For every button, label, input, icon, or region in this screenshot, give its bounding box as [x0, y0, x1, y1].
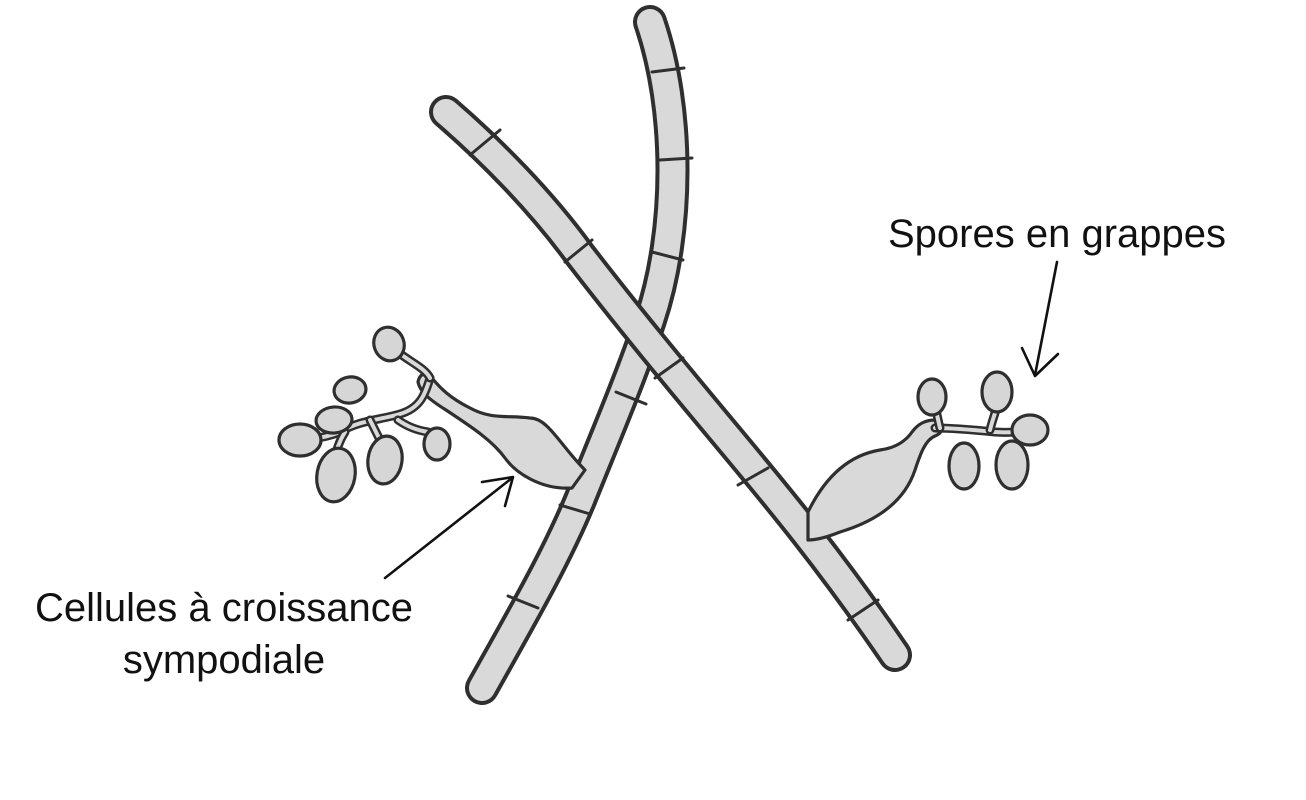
septum: [558, 503, 592, 516]
spore: [980, 370, 1014, 414]
septum: [468, 128, 502, 157]
sympodial-cell-right: [806, 418, 945, 542]
left-conidiophore: [277, 325, 587, 504]
arrow-cells: [383, 475, 515, 580]
septum: [736, 466, 770, 487]
spore: [372, 325, 406, 363]
spore: [315, 446, 357, 504]
spore: [994, 439, 1030, 491]
spore: [277, 422, 323, 458]
spore: [332, 375, 368, 405]
label-cells-line2: sympodiale: [122, 638, 326, 682]
right-conidiophore: [806, 370, 1050, 542]
hypha-a: [465, 5, 694, 705]
septum: [653, 356, 685, 380]
label-cellules-sympodiale: Cellules à croissance sympodiale: [24, 582, 424, 686]
septum: [650, 250, 685, 262]
arrow-spores: [1020, 260, 1060, 378]
septum: [506, 594, 540, 610]
spore: [366, 434, 404, 486]
spore: [314, 405, 354, 435]
spore: [947, 441, 981, 491]
spore: [1010, 413, 1050, 447]
label-spores-en-grappes: Spores en grappes: [888, 212, 1227, 256]
septum: [614, 390, 648, 406]
spore: [422, 426, 452, 462]
label-cells-line1: Cellules à croissance: [35, 586, 413, 630]
septum: [650, 66, 686, 74]
spore: [916, 377, 948, 417]
septum: [658, 156, 694, 162]
septum: [563, 238, 594, 264]
septum: [846, 598, 880, 622]
